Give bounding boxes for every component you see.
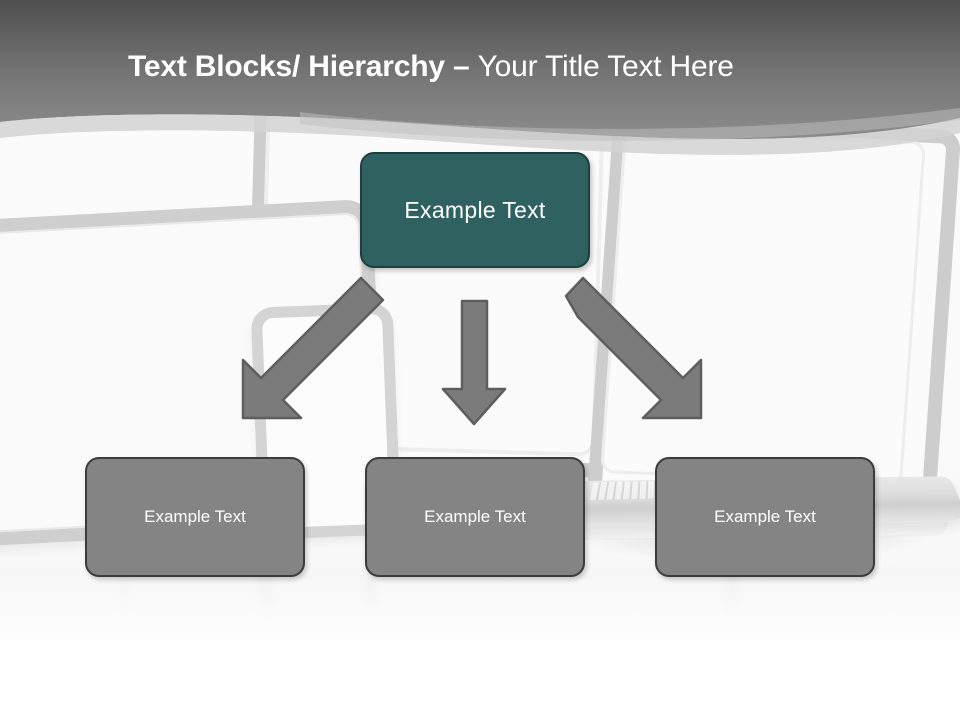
- hierarchy-child-label-3: Example Text: [714, 507, 816, 526]
- hierarchy-child-label-1: Example Text: [144, 507, 246, 526]
- header-shape: [0, 0, 960, 155]
- hierarchy-child-box-2[interactable]: Example Text: [365, 457, 585, 577]
- background-floor-fade: [0, 570, 960, 720]
- hierarchy-child-label-2: Example Text: [424, 507, 526, 526]
- page-title-bold: Text Blocks/ Hierarchy: [128, 50, 445, 83]
- hierarchy-root-box[interactable]: Example Text: [360, 152, 590, 268]
- hierarchy-child-box-1[interactable]: Example Text: [85, 457, 305, 577]
- page-title-dash: –: [444, 50, 478, 83]
- hierarchy-child-box-3[interactable]: Example Text: [655, 457, 875, 577]
- header-banner: Text Blocks/ Hierarchy – Your Title Text…: [0, 0, 960, 180]
- page-title: Text Blocks/ Hierarchy – Your Title Text…: [128, 50, 734, 84]
- background-laptop-screen-bezel: [600, 127, 926, 487]
- hierarchy-root-label: Example Text: [404, 196, 546, 223]
- page-title-light: Your Title Text Here: [477, 50, 734, 83]
